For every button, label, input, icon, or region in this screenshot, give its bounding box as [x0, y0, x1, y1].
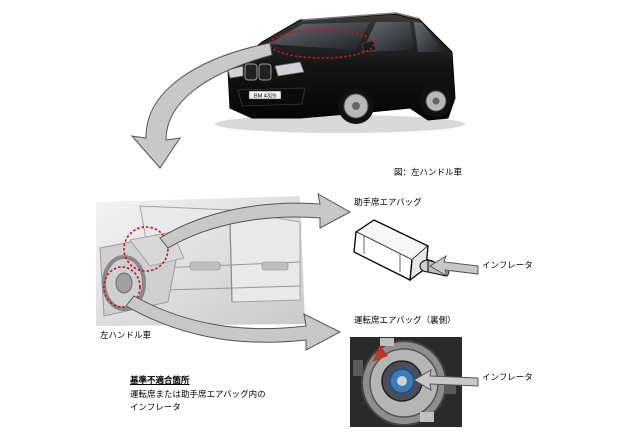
driver-airbag-highlight-circle: [103, 266, 141, 308]
inflator-label-bottom: インフレータ: [482, 373, 533, 383]
passenger-airbag-module: [353, 219, 450, 282]
curved-arrow-to-interior: [130, 42, 273, 169]
nonconforming-line-2: インフレータ: [130, 403, 181, 413]
nonconforming-line-1: 運転席または助手席エアバッグ内の: [130, 390, 266, 400]
interior-label: 左ハンドル車: [100, 331, 152, 341]
passenger-airbag-label: 助手席エアバッグ: [354, 198, 422, 208]
figure-caption: 図：左ハンドル車: [394, 168, 463, 178]
license-plate: BM 4329: [254, 94, 276, 100]
curved-arrow-to-driver-airbag: [125, 295, 342, 351]
passenger-airbag-highlight-circle: [123, 226, 169, 272]
curved-arrow-to-passenger-airbag: [159, 193, 352, 249]
interior-illustration: [96, 196, 305, 326]
inflator-label-top: インフレータ: [482, 261, 533, 271]
driver-airbag-label: 運転席エアバッグ（裏側）: [354, 316, 456, 326]
nonconforming-heading: 基準不適合箇所: [130, 376, 190, 386]
car-photo: BM 4329: [215, 12, 465, 133]
inflator-pointer-arrow-top: [429, 254, 479, 278]
inflator-pointer-arrow-bottom: [413, 369, 479, 391]
dashboard-highlight-circle: [269, 29, 375, 59]
